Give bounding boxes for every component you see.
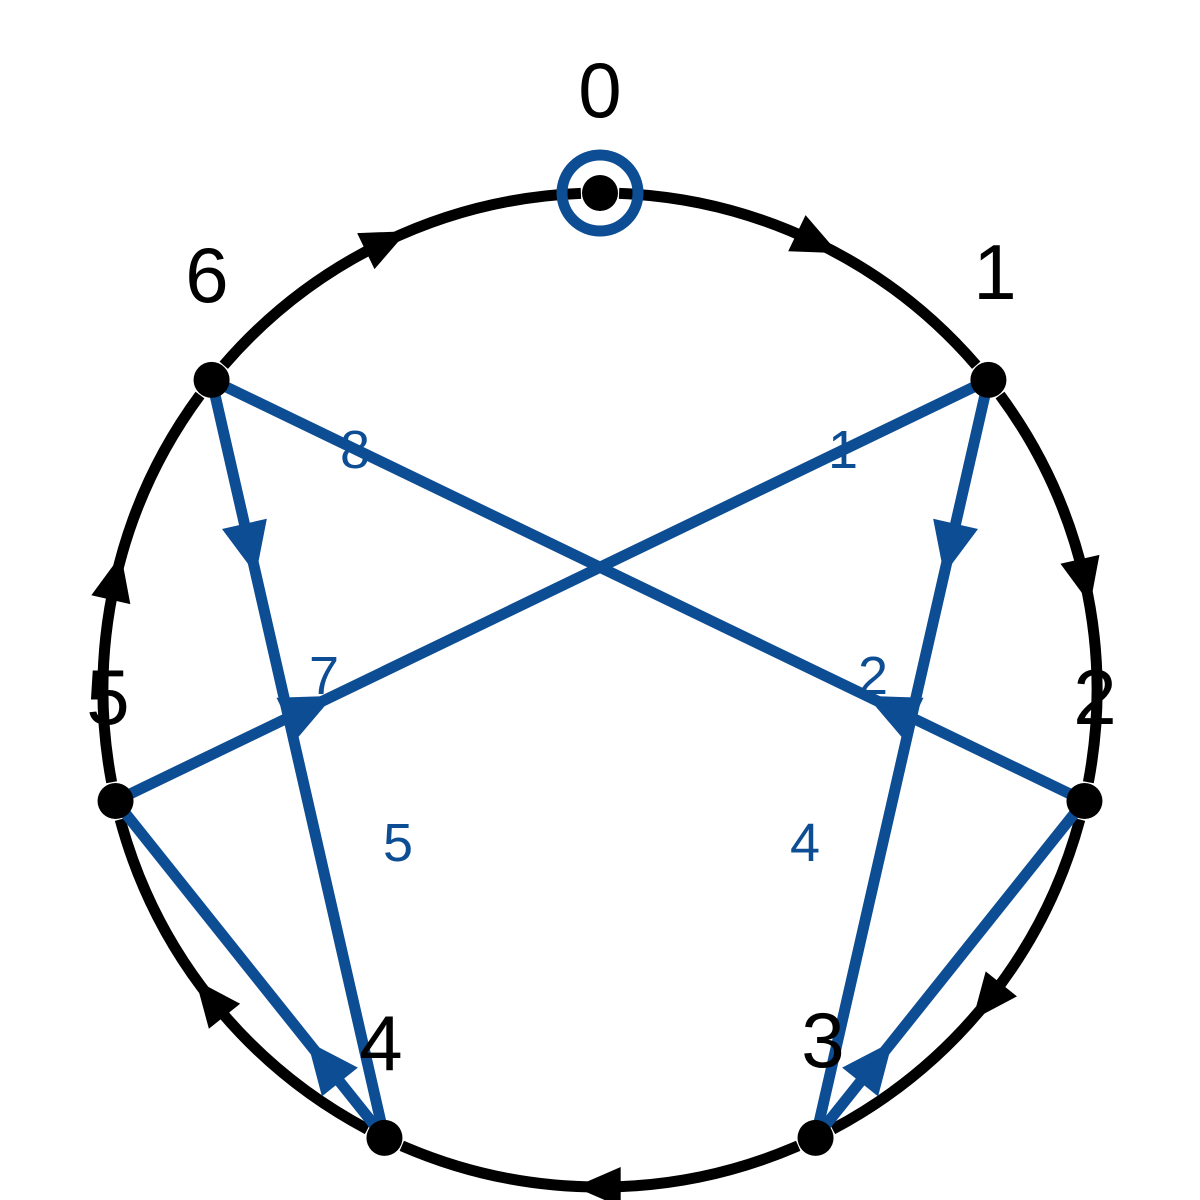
node-label-0: 0 [578, 46, 621, 134]
chord-arrowhead-4-to-5 [307, 1041, 358, 1097]
chord-label-6-to-4: 8 [340, 420, 370, 480]
chord-arrowhead-6-to-4 [221, 518, 267, 575]
chord-label-4-to-5: 5 [383, 813, 413, 873]
chord-edge-5-to-1 [113, 374, 991, 806]
node-dot-3[interactable] [797, 1119, 834, 1156]
chord-edge-6-to-4 [206, 378, 390, 1140]
node-label-1: 1 [973, 228, 1016, 316]
node-dot-6[interactable] [193, 361, 230, 398]
node-dot-5[interactable] [97, 782, 134, 819]
chord-edge-2-to-6 [209, 374, 1087, 806]
cycle-arrowhead-1-to-2 [1060, 554, 1100, 605]
node-label-6: 6 [185, 231, 228, 319]
node-dot-group [97, 149, 1103, 1156]
chord-arrowhead-3-to-2 [842, 1041, 893, 1097]
node-dot-4[interactable] [366, 1119, 403, 1156]
node-label-5: 5 [86, 653, 129, 741]
chord-label-group: 1 2 4 5 7 8 [309, 420, 888, 873]
chord-arrowhead-2-to-6 [866, 695, 924, 740]
cycle-arrowhead-4-to-5 [195, 980, 241, 1029]
node-label-2: 2 [1073, 653, 1116, 741]
cycle-arc-group [91, 187, 1103, 1200]
chord-label-1-to-3: 1 [828, 420, 858, 480]
node-dot-1[interactable] [970, 361, 1007, 398]
chord-label-2-to-6: 2 [858, 646, 888, 706]
node-label-group: 0 1 2 3 4 5 6 [86, 46, 1116, 1087]
chord-edge-group [111, 374, 1089, 1142]
cycle-edge-6-to-0 [219, 187, 582, 369]
chord-arrowhead-1-to-3 [933, 518, 979, 575]
cycle-arrowhead-5-to-6 [91, 554, 131, 605]
node-label-3: 3 [801, 996, 844, 1084]
node-highlight-ring-0 [556, 149, 644, 237]
cycle-edge-0-to-1 [618, 187, 981, 369]
cycle-arrowhead-2-to-3 [972, 971, 1017, 1020]
cycle-arrowhead-3-to-4 [574, 1167, 621, 1200]
node-label-4: 4 [359, 999, 402, 1087]
node-dot-2[interactable] [1066, 782, 1103, 819]
chord-label-3-to-2: 4 [790, 813, 820, 873]
chord-edge-1-to-3 [810, 378, 994, 1140]
chord-label-5-to-1: 7 [309, 646, 339, 706]
cycle-arrowhead-0-to-1 [788, 215, 839, 254]
node-dot-0[interactable] [582, 175, 618, 211]
cycle-arrowhead-6-to-0 [357, 231, 408, 270]
